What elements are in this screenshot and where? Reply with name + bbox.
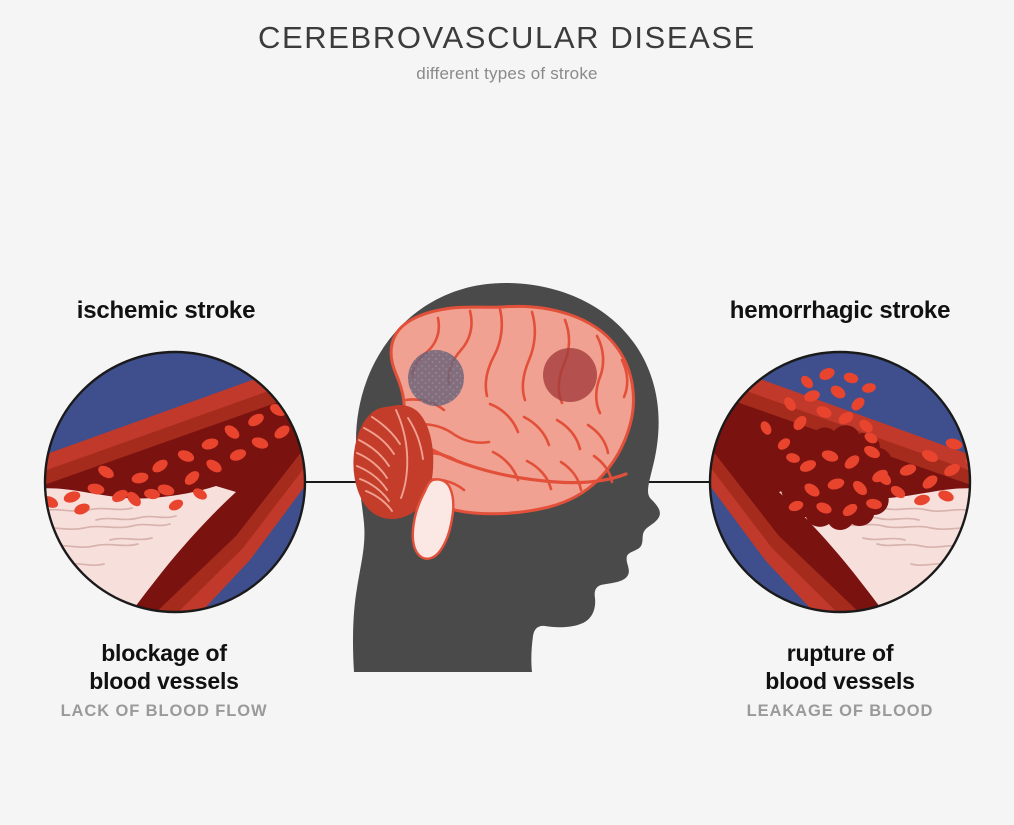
left-caption-line1: blockage of bbox=[101, 640, 227, 666]
left-caption-line2: blood vessels bbox=[89, 667, 239, 694]
brainstem bbox=[411, 478, 455, 560]
page-subtitle: different types of stroke bbox=[416, 63, 598, 83]
escaping-blood-cells bbox=[760, 368, 878, 463]
cerebellum-striations bbox=[356, 409, 424, 512]
ischemic-lesion-marker bbox=[408, 350, 464, 406]
left-caption-subtitle: LACK OF BLOOD FLOW bbox=[60, 702, 268, 721]
right-caption-line1: rupture of bbox=[786, 640, 894, 666]
title-block: CEREBROVASCULAR DISEASE different types … bbox=[0, 20, 1014, 84]
blocked-vessel-cross-section bbox=[43, 350, 307, 614]
left-circle-outline bbox=[43, 350, 307, 614]
right-circle-outline bbox=[708, 350, 972, 614]
left-panel-caption: blockage of blood vessels LACK OF BLOOD … bbox=[0, 640, 334, 721]
ruptured-vessel-cross-section bbox=[708, 350, 972, 614]
hemorrhagic-lesion-marker bbox=[543, 348, 597, 402]
brain-sulci bbox=[404, 307, 629, 492]
right-panel-caption: rupture of blood vessels LEAKAGE OF BLOO… bbox=[670, 640, 1010, 721]
page-title: CEREBROVASCULAR DISEASE bbox=[258, 20, 756, 55]
left-panel-heading: ischemic stroke bbox=[76, 297, 256, 324]
right-caption-subtitle: LEAKAGE OF BLOOD bbox=[746, 702, 934, 721]
head-profile-group bbox=[353, 283, 660, 672]
right-caption-line2: blood vessels bbox=[765, 667, 915, 694]
right-panel-heading: hemorrhagic stroke bbox=[729, 297, 951, 324]
